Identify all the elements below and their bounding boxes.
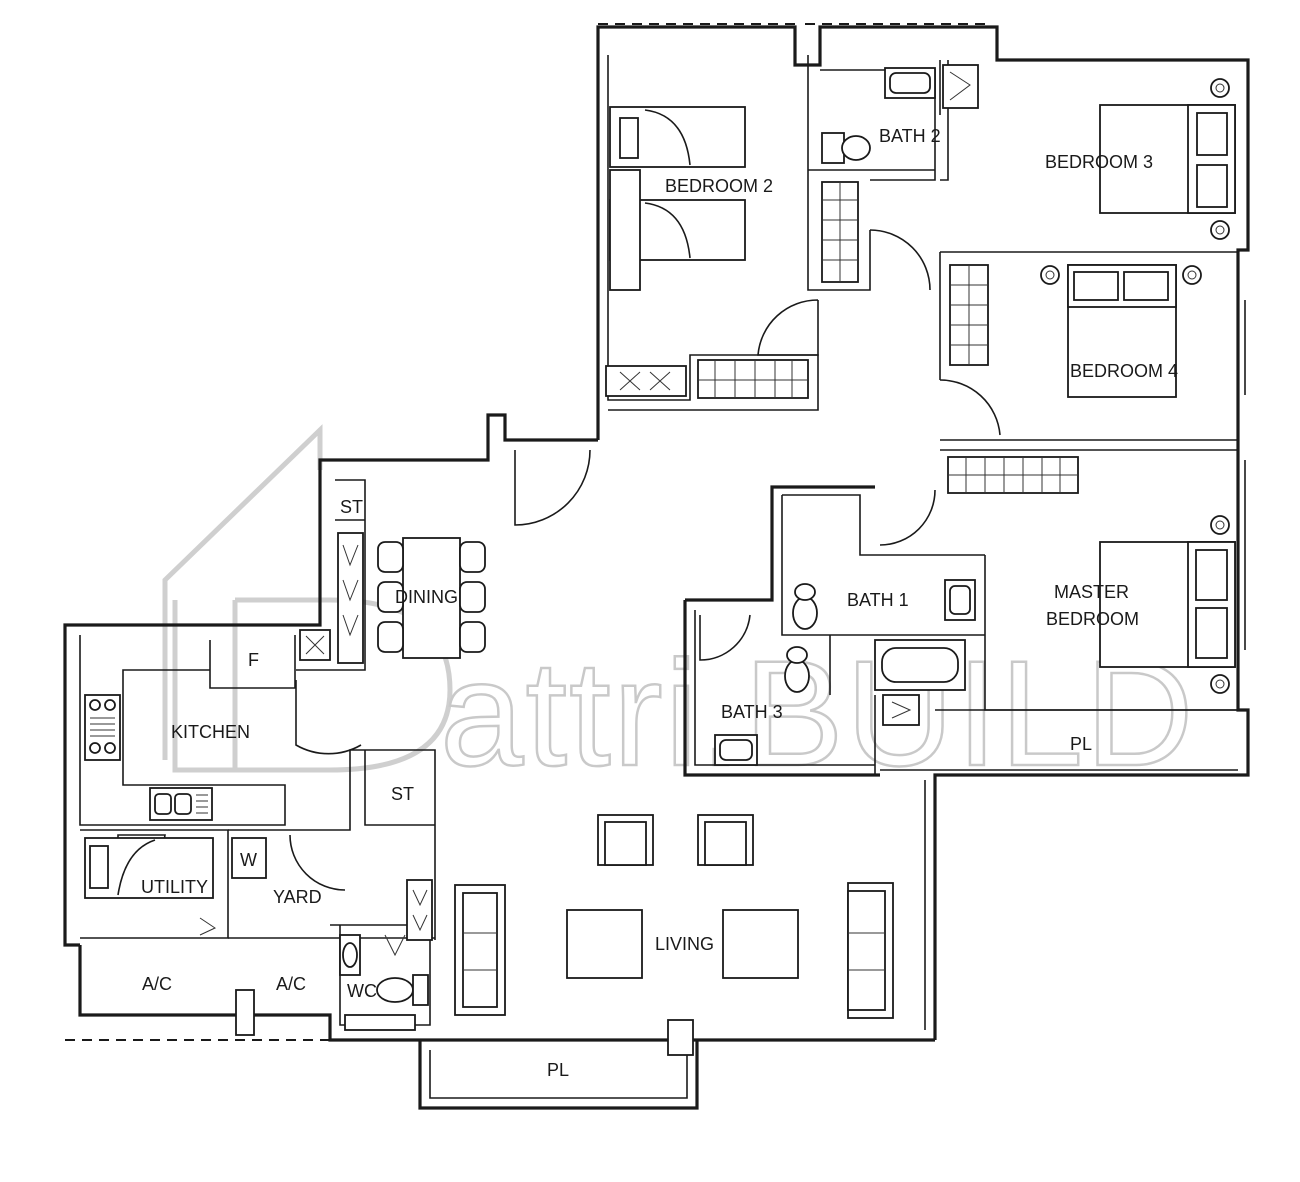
- bed-bedroom2-upper: [609, 106, 746, 168]
- bath1-fixtures: [792, 579, 976, 726]
- label-bath-3: BATH 3: [721, 702, 783, 722]
- wardrobe-master: [947, 456, 1079, 494]
- wardrobe-bedroom4: [949, 264, 989, 366]
- bedroom2-door: [757, 299, 819, 356]
- washer: [231, 837, 267, 879]
- living-sofa-right: [847, 882, 894, 1019]
- label-dining: DINING: [395, 587, 458, 607]
- aircon-ledge-bedroom2: [605, 365, 687, 397]
- living-column: [667, 1019, 694, 1056]
- bed-bedroom3: [1099, 78, 1236, 240]
- label-bath-2: BATH 2: [879, 126, 941, 146]
- label-fridge: F: [248, 650, 259, 670]
- bath2-fixtures: [821, 64, 979, 164]
- label-bedroom-3: BEDROOM 3: [1045, 152, 1153, 172]
- label-bedroom-2: BEDROOM 2: [665, 176, 773, 196]
- windows: [65, 23, 1246, 1041]
- label-master-line1: MASTER: [1054, 582, 1129, 602]
- bedroom4-door: [939, 379, 1001, 436]
- living-table-right: [722, 909, 799, 979]
- wardrobe-bath2-side: [821, 181, 859, 283]
- kitchen-hob: [84, 694, 121, 761]
- dining-set: [377, 537, 486, 659]
- wardrobe-bedroom2: [697, 359, 809, 399]
- furniture: [84, 64, 1236, 1056]
- kitchen-door: [295, 680, 362, 755]
- living-sofa-left: [454, 884, 506, 1016]
- label-planter-bottom: PL: [547, 1060, 569, 1080]
- label-bath-1: BATH 1: [847, 590, 909, 610]
- living-armchairs: [597, 814, 754, 866]
- label-store-dining: ST: [340, 497, 363, 517]
- bed-bedroom4: [1040, 264, 1202, 398]
- bath3-fixtures: [714, 646, 810, 766]
- ac-column: [235, 989, 255, 1036]
- interior-walls: [79, 55, 1238, 1099]
- dining-cabinet: [299, 629, 331, 661]
- main-door: [514, 449, 591, 526]
- bed-master: [1099, 515, 1236, 694]
- label-yard: YARD: [273, 887, 322, 907]
- label-utility: UTILITY: [141, 877, 208, 897]
- label-store-yard: ST: [391, 784, 414, 804]
- yard-door: [289, 834, 346, 891]
- bath3-door: [699, 614, 751, 661]
- label-planter-right: PL: [1070, 734, 1092, 754]
- bedroom3-door: [869, 229, 931, 291]
- living-table-left: [566, 909, 643, 979]
- master-door: [879, 489, 936, 546]
- room-labels: BEDROOM 2 BEDROOM 3 BEDROOM 4 BATH 2 BAT…: [141, 126, 1178, 1080]
- bedroom2-desk: [609, 169, 641, 291]
- label-wc: WC: [347, 981, 377, 1001]
- kitchen-sink: [149, 787, 213, 821]
- utility-fixtures: [84, 837, 217, 936]
- label-washer: W: [240, 850, 257, 870]
- watermark-text: attri.BUILD: [440, 629, 1196, 797]
- label-ac-left: A/C: [142, 974, 172, 994]
- wc-fixtures: [339, 879, 433, 1031]
- label-ac-right: A/C: [276, 974, 306, 994]
- dining-sideboard: [337, 532, 364, 664]
- label-living: LIVING: [655, 934, 714, 954]
- label-bedroom-4: BEDROOM 4: [1070, 361, 1178, 381]
- outer-walls: [63, 25, 1250, 1110]
- label-master-line2: BEDROOM: [1046, 609, 1139, 629]
- label-kitchen: KITCHEN: [171, 722, 250, 742]
